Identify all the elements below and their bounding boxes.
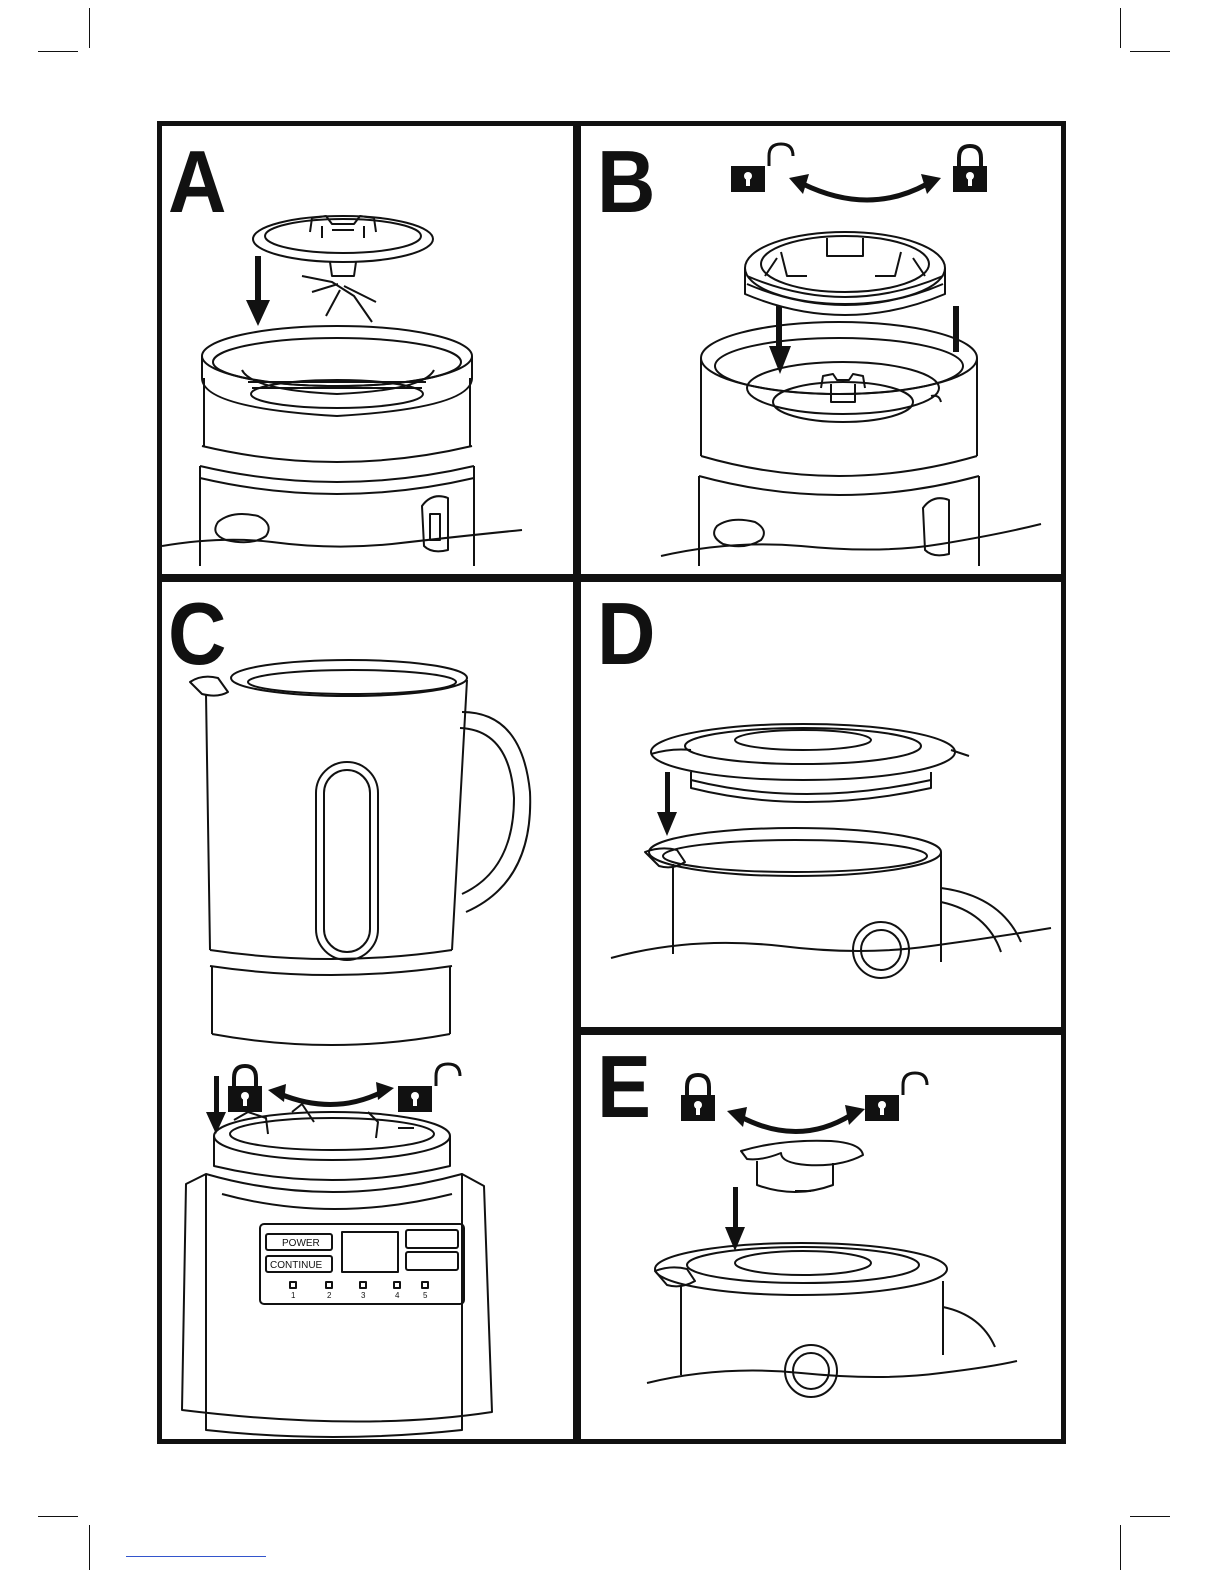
lock-open-icon: [865, 1073, 927, 1121]
vertical-divider: [573, 126, 581, 1439]
lock-open-icon: [398, 1064, 460, 1112]
lock-closed-icon: [953, 146, 987, 192]
down-arrow-icon: [246, 256, 270, 326]
horizontal-divider-left: [162, 574, 573, 582]
jar-on-base-illustration: POWER CONTINUE 1 2 3 4 5: [162, 582, 573, 1439]
retaining-ring-illustration: [581, 126, 1061, 574]
instruction-grid: A: [157, 121, 1066, 1444]
panel-b: B: [581, 126, 1061, 574]
down-arrow-icon: [206, 1076, 226, 1134]
measuring-cap-illustration: [581, 1035, 1061, 1439]
lock-open-icon: [731, 144, 793, 192]
panel-e: E: [581, 1035, 1061, 1439]
crop-mark-top-left-h: [38, 51, 78, 52]
blade-insertion-illustration: [162, 126, 573, 574]
curved-double-arrow-icon: [268, 1082, 394, 1105]
link-underline: [126, 1556, 266, 1557]
down-arrow-icon: [657, 772, 677, 836]
speed-number-3: 3: [361, 1291, 366, 1300]
horizontal-divider-right-upper: [581, 574, 1061, 582]
speed-number-4: 4: [395, 1291, 400, 1300]
crop-mark-bottom-left-v: [89, 1525, 90, 1570]
panel-c: C: [162, 582, 573, 1439]
crop-mark-top-right-h: [1130, 51, 1170, 52]
panel-d: D: [581, 582, 1061, 1027]
lock-closed-icon: [681, 1075, 715, 1121]
down-arrow-icon: [725, 1187, 745, 1251]
curved-double-arrow-icon: [789, 174, 941, 200]
speed-number-1: 1: [291, 1291, 296, 1300]
crop-mark-top-right-v: [1120, 8, 1121, 48]
crop-mark-bottom-right-v: [1120, 1525, 1121, 1570]
lid-placement-illustration: [581, 582, 1061, 1027]
crop-mark-top-left-v: [89, 8, 90, 48]
speed-number-5: 5: [423, 1291, 428, 1300]
horizontal-divider-right-lower: [581, 1027, 1061, 1035]
lock-closed-icon: [228, 1066, 262, 1112]
power-key-label: POWER: [282, 1238, 320, 1249]
continue-key-label: CONTINUE: [270, 1260, 323, 1271]
crop-mark-bottom-left-h: [38, 1516, 78, 1517]
crop-mark-bottom-right-h: [1130, 1516, 1170, 1517]
curved-double-arrow-icon: [727, 1105, 865, 1132]
speed-number-2: 2: [327, 1291, 332, 1300]
panel-a: A: [162, 126, 573, 574]
